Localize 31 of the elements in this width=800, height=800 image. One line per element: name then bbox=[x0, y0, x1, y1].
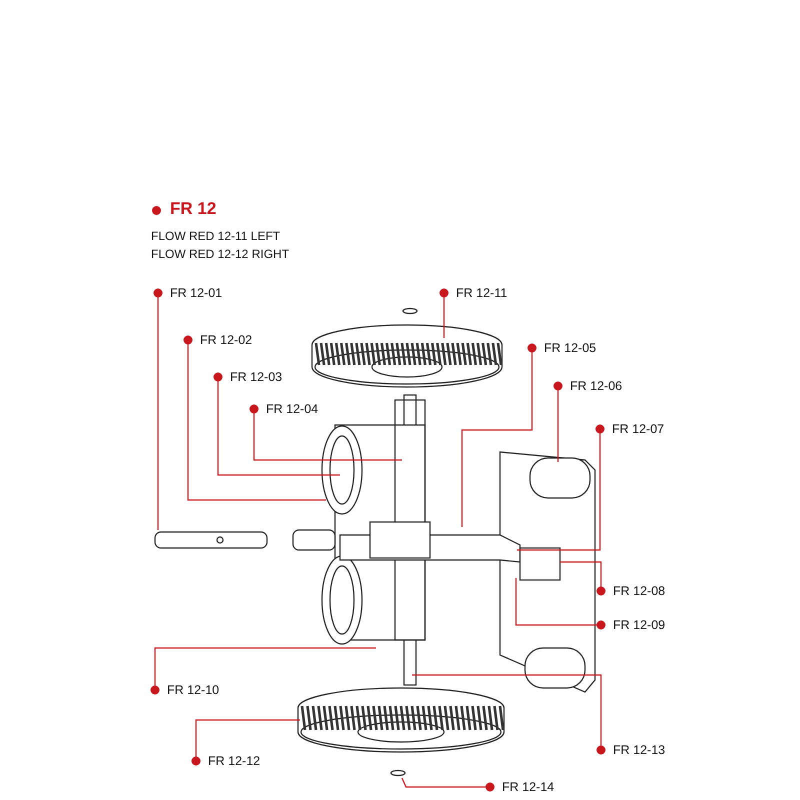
leader-line bbox=[150, 647, 376, 694]
leader-line bbox=[440, 288, 448, 338]
model-note: FLOW RED 12-11 LEFT bbox=[151, 229, 280, 243]
callout-label: FR 12-01 bbox=[158, 285, 222, 301]
callout-label: FR 12-04 bbox=[254, 401, 318, 417]
callout-label: FR 12-12 bbox=[196, 753, 260, 769]
leader-line bbox=[554, 382, 562, 462]
callout-label: FR 12-10 bbox=[155, 682, 220, 698]
leader-line bbox=[412, 674, 606, 754]
leader-line bbox=[461, 344, 536, 527]
leader-line bbox=[214, 372, 340, 476]
leader-line bbox=[250, 404, 402, 461]
callout-label: FR 12-05 bbox=[532, 340, 596, 356]
callout-label: FR 12-13 bbox=[601, 742, 666, 758]
callout-label: FR 12-08 bbox=[601, 583, 666, 599]
callout-label: FR 12-06 bbox=[558, 378, 622, 394]
leader-line bbox=[560, 561, 606, 596]
callout-label: FR 12-09 bbox=[601, 617, 666, 633]
callout-label: FR 12-11 bbox=[444, 285, 508, 301]
model-note: FLOW RED 12-12 RIGHT bbox=[151, 247, 290, 261]
leader-line bbox=[154, 288, 162, 530]
callout-label: FR 12-03 bbox=[218, 369, 282, 385]
leader-line bbox=[401, 778, 494, 792]
leader-line bbox=[517, 424, 604, 551]
leader-line bbox=[515, 578, 606, 630]
leader-line bbox=[184, 336, 326, 501]
callout-label: FR 12-14 bbox=[490, 779, 554, 795]
leader-line bbox=[192, 719, 300, 766]
callout-label: FR 12-07 bbox=[600, 421, 664, 437]
callout-label: FR 12-02 bbox=[188, 332, 252, 348]
section-title: FR 12 bbox=[150, 199, 216, 219]
